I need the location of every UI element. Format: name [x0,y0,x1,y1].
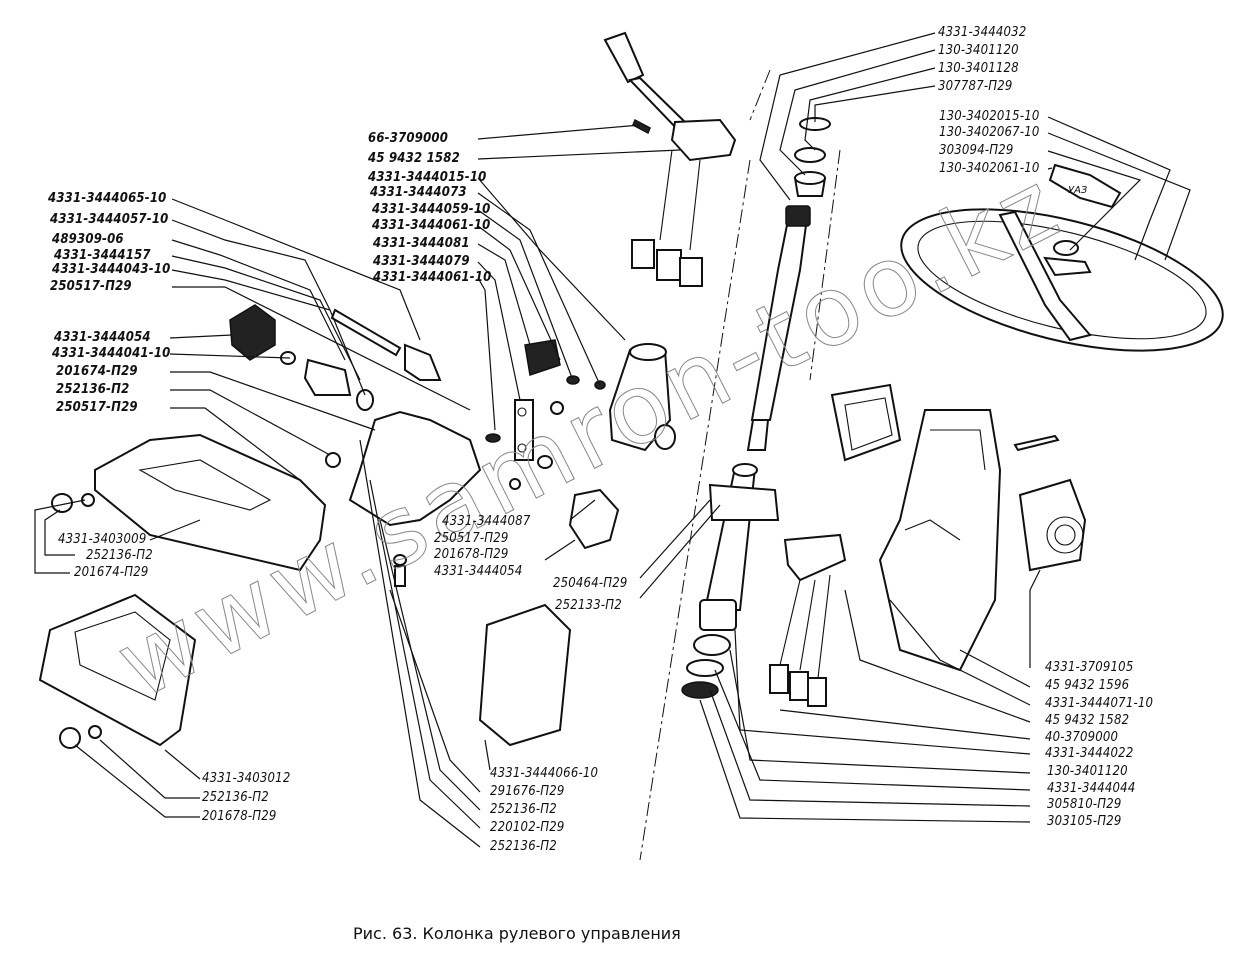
horn-button-emblem: УАЗ [1048,163,1122,209]
part-label: 4331-3444073 [370,185,467,200]
lower-cover [51,433,327,572]
part-label: 201674-П29 [74,565,149,580]
part-label: 4331-3444054 [434,564,523,579]
part-label: 252136-П2 [490,802,557,817]
part-label: 4331-3444022 [1045,746,1134,761]
part-label: 252136-П2 [86,548,153,563]
turn-signal-switch [603,31,737,287]
part-label: 4331-3709105 [1045,660,1134,675]
part-label: 252133-П2 [555,598,622,613]
part-label: 130-3402061-10 [939,161,1040,176]
part-label: 201678-П29 [434,547,509,562]
part-label: 130-3402067-10 [939,125,1040,140]
part-label: 489309-06 [52,232,124,247]
bearing-set-top [793,117,831,197]
part-label: 66-3709000 [368,131,449,146]
part-label: 252136-П2 [56,382,130,397]
light-switch [769,533,847,707]
part-label: 4331-3444087 [442,514,531,529]
part-label: 4331-3444032 [938,25,1027,40]
part-label: 4331-3444054 [54,330,151,345]
figure-caption: Рис. 63. Колонка рулевого управления [353,924,681,943]
steering-wheel [900,208,1224,352]
small-fasteners [325,339,606,587]
part-label: 130-3401120 [938,43,1019,58]
bolt-long [330,308,442,381]
part-label: 4331-3444065-10 [48,191,167,206]
part-label: 4331-3444157 [54,248,151,263]
boot-frame [38,593,197,749]
part-label: 220102-П29 [490,820,565,835]
part-label: 303105-П29 [1047,814,1122,829]
part-label: 201678-П29 [202,809,277,824]
lock-cover [830,383,902,462]
part-label: 250517-П29 [56,400,138,415]
part-label: 4331-3444061-10 [373,270,492,285]
part-label: 45 9432 1596 [1045,678,1130,693]
steering-shaft [746,205,811,451]
part-label: 130-3402015-10 [939,109,1040,124]
part-label: 45 9432 1582 [1045,713,1130,728]
part-label: 252136-П2 [490,839,557,854]
part-label: 4331-3403012 [202,771,291,786]
column-housing [608,343,676,452]
part-label: 250464-П29 [553,576,628,591]
part-label: 4331-3444079 [373,254,470,269]
part-label: 201674-П29 [56,364,138,379]
part-label: 250517-П29 [50,279,132,294]
knob [229,304,276,361]
part-label: 305810-П29 [1047,797,1122,812]
part-label: 303094-П29 [939,143,1014,158]
part-label: 4331-3444059-10 [372,202,491,217]
part-label: 4331-3444044 [1047,781,1136,796]
part-label: 4331-3444061-10 [372,218,491,233]
part-label: 4331-3444015-10 [368,170,487,185]
connector-cover [478,603,572,747]
part-label: 291676-П29 [490,784,565,799]
part-label: 4331-3444041-10 [52,346,171,361]
part-label: 4331-3444066-10 [490,766,599,781]
leader-lines [34,32,1191,861]
part-label: 307787-П29 [938,79,1013,94]
part-label: 4331-3444081 [373,236,470,251]
knob-right [568,488,620,550]
mounting-bracket [348,399,534,527]
svg-text:УАЗ: УАЗ [1068,185,1088,196]
part-label: 130-3401120 [1047,764,1128,779]
shroud-bracket [878,409,1002,672]
part-label: 130-3401128 [938,61,1019,76]
bushing-assembly [280,351,374,411]
part-label: 4331-3403009 [58,532,147,547]
part-label: 4331-3444043-10 [52,262,171,277]
part-label: 4331-3444071-10 [1045,696,1154,711]
part-label: 45 9432 1582 [368,151,460,166]
part-label: 252136-П2 [202,790,269,805]
column-tube [681,463,780,699]
part-label: 250517-П29 [434,531,509,546]
part-label: 4331-3444057-10 [50,212,169,227]
part-label: 40-3709000 [1045,730,1119,745]
ignition-switch-housing [1018,478,1087,572]
screw-right [1013,434,1060,452]
